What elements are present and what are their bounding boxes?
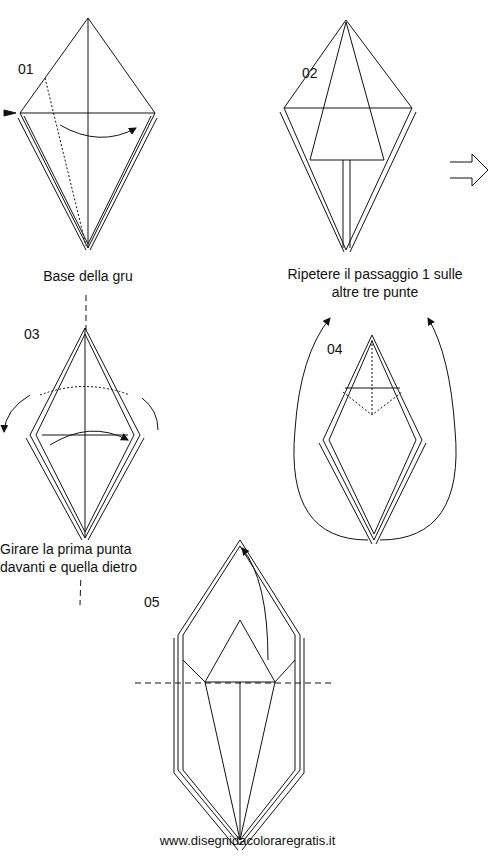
- step-number: 03: [24, 325, 54, 343]
- figure-02: [280, 20, 488, 252]
- step-caption: Girare la prima punta davanti e quella d…: [0, 540, 175, 576]
- figure-01: [4, 18, 157, 250]
- figure-05: [135, 540, 332, 850]
- step-caption: Base della gru: [18, 267, 158, 285]
- figure-03: [4, 328, 158, 542]
- step-number: 04: [327, 340, 357, 358]
- watermark: www.disegnidacoloraregratis.it: [100, 832, 395, 850]
- step-number: 02: [302, 64, 332, 82]
- step-number: 05: [144, 593, 174, 611]
- figure-04: [294, 318, 456, 544]
- step-caption: Ripetere il passaggio 1 sulle altre tre …: [285, 265, 465, 301]
- step-number: 01: [18, 60, 48, 78]
